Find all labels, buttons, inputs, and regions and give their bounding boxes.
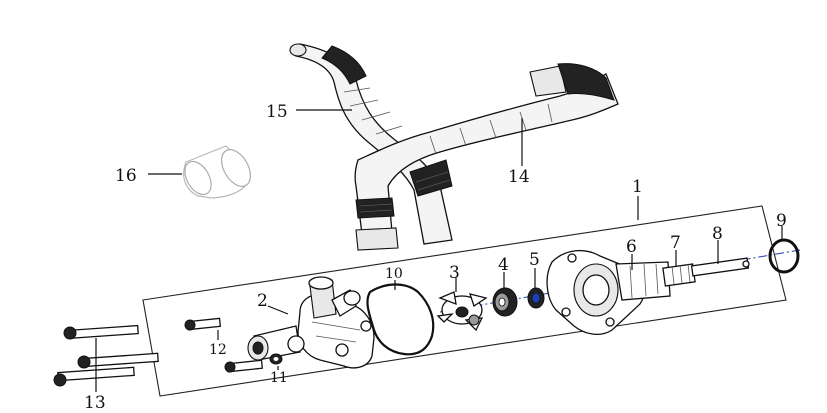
pump-housing-6	[546, 250, 671, 336]
callout-3: 3	[449, 263, 460, 283]
o-ring-9	[768, 238, 800, 274]
shaft-8	[690, 257, 750, 277]
washer-11	[269, 353, 283, 365]
callout-9: 9	[776, 211, 787, 231]
seal-4	[492, 287, 518, 317]
hose-15	[289, 43, 453, 245]
shaft-7	[662, 263, 696, 287]
callout-5: 5	[529, 250, 540, 270]
assembly-outline	[142, 205, 787, 397]
callout-7: 7	[670, 233, 681, 253]
callout-12: 12	[209, 342, 227, 358]
callout-8: 8	[712, 224, 723, 244]
hose-14	[354, 63, 619, 251]
callout-10: 10	[385, 266, 403, 282]
callout-4: 4	[498, 255, 509, 275]
callout-14: 14	[508, 167, 530, 187]
impeller-3	[436, 291, 488, 332]
bolts-12	[184, 317, 264, 373]
bolts-13	[53, 324, 159, 387]
callout-2: 2	[257, 291, 268, 311]
gasket-10	[366, 283, 435, 356]
callout-11: 11	[270, 370, 288, 386]
callout-13: 13	[84, 393, 106, 413]
bearing-5	[527, 287, 545, 309]
leader-lines	[95, 109, 783, 392]
callout-16: 16	[115, 166, 137, 186]
callout-1: 1	[632, 177, 643, 197]
callout-6: 6	[626, 237, 637, 257]
pump-cover-2	[247, 276, 375, 369]
callout-15: 15	[266, 102, 288, 122]
hose-ring-16	[183, 145, 252, 199]
